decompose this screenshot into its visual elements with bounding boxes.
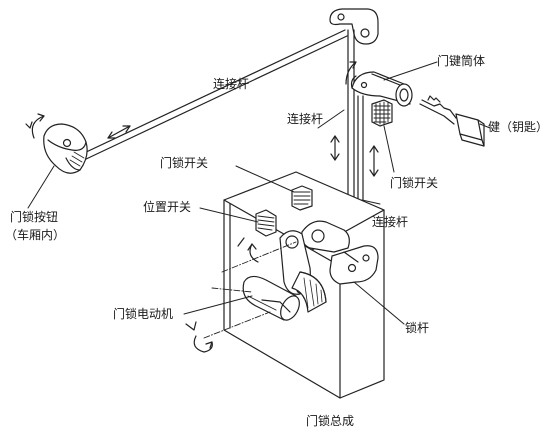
mid-rod-leader <box>317 109 345 129</box>
lock-switch-upper-leader <box>383 125 395 173</box>
button-rotation-arrow <box>25 113 45 139</box>
lock-lever-leader <box>353 281 405 325</box>
cylinder-arrow-head <box>349 61 357 69</box>
key-cylinder <box>350 71 413 107</box>
label-connecting-rod-mid: 连接杆 <box>287 112 324 126</box>
label-position-switch: 位置开关 <box>143 200 192 214</box>
label-door-lock-switch-top: 门锁开关 <box>160 156 209 170</box>
key <box>419 95 485 147</box>
label-lock-lever: 锁杆 <box>405 321 430 335</box>
label-door-lock-button: 门锁按钮 <box>10 210 59 224</box>
cylinder-leader <box>383 61 438 81</box>
motor-gear <box>291 271 327 313</box>
right-rod-leader <box>361 199 381 205</box>
label-door-lock-motor: 门锁电动机 <box>113 307 174 321</box>
mechanism-shaft-lines <box>203 241 297 339</box>
label-door-lock-assembly: 门锁总成 <box>306 414 355 428</box>
top-bellcrank <box>329 8 379 45</box>
label-connecting-rod-right: 连接杆 <box>372 215 409 229</box>
lock-switch-top-leader <box>235 165 295 193</box>
position-switch-leader <box>199 207 259 223</box>
position-switch <box>255 209 277 237</box>
label-connecting-rod-top: 连接杆 <box>213 77 250 91</box>
rotation-arrows <box>185 237 259 353</box>
lock-switch-box <box>291 185 313 211</box>
rod-vertical-arrows <box>330 135 379 177</box>
door-lock-button <box>43 123 88 174</box>
rod-motion-arrow <box>107 125 131 139</box>
label-door-key-cylinder: 门键筒体 <box>437 54 486 68</box>
key-leader <box>479 123 491 129</box>
label-door-lock-button-sub: （车厢内） <box>5 228 66 242</box>
button-leader <box>27 165 55 209</box>
lock-switch-upper <box>371 99 393 127</box>
long-connecting-rod <box>81 29 348 161</box>
cylinder-rotation-arrow <box>345 61 357 85</box>
motor-leader <box>183 295 253 315</box>
door-lock-motor <box>242 275 300 321</box>
label-door-lock-switch-right: 门锁开关 <box>390 176 439 190</box>
label-key: 健（钥匙） <box>488 120 549 134</box>
